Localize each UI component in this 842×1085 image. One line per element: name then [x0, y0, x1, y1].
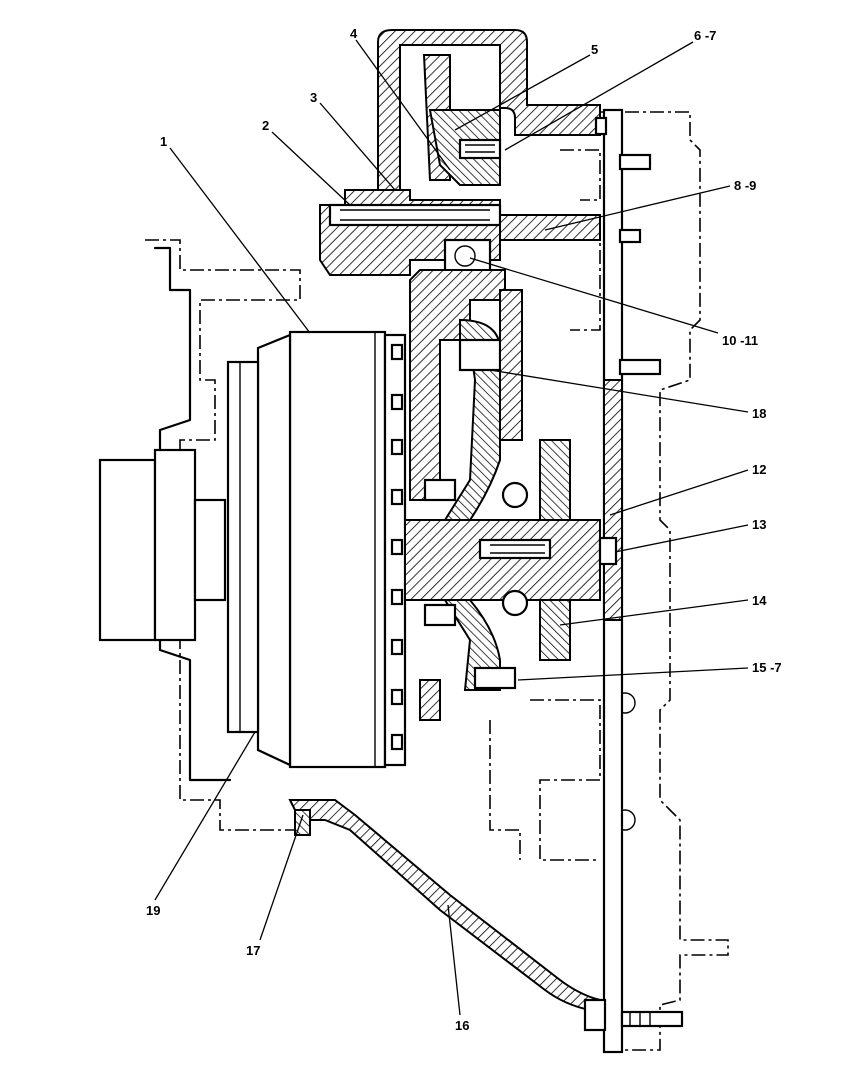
plate-bolts	[594, 116, 662, 376]
callout-15-7: 15 -7	[752, 660, 782, 675]
callout-8-9: 8 -9	[734, 178, 756, 193]
callout-3: 3	[310, 90, 317, 105]
callout-14: 14	[752, 593, 767, 608]
lower-support-bracket	[288, 799, 684, 1032]
callout-4: 4	[350, 26, 358, 41]
callout-17: 17	[246, 943, 260, 958]
callout-16: 16	[455, 1018, 469, 1033]
hub-bolts	[390, 343, 404, 751]
callout-1: 1	[160, 134, 167, 149]
center-shaft	[404, 439, 618, 661]
idler-gear-assembly	[409, 269, 523, 721]
callout-labels: 1 2 3 4 5 6 -7 8 -9 10 -11 18 12 13 14 1…	[146, 26, 782, 1033]
callout-18: 18	[752, 406, 766, 421]
callout-2: 2	[262, 118, 269, 133]
callout-12: 12	[752, 462, 766, 477]
callout-5: 5	[591, 42, 598, 57]
left-housing	[98, 239, 301, 831]
callout-10-11: 10 -11	[722, 333, 758, 348]
fan-drive-hub	[226, 330, 407, 769]
leader-lines	[154, 39, 749, 1016]
callout-13: 13	[752, 517, 766, 532]
callout-19: 19	[146, 903, 160, 918]
mounting-plate	[602, 108, 624, 1054]
callout-6-7: 6 -7	[694, 28, 716, 43]
